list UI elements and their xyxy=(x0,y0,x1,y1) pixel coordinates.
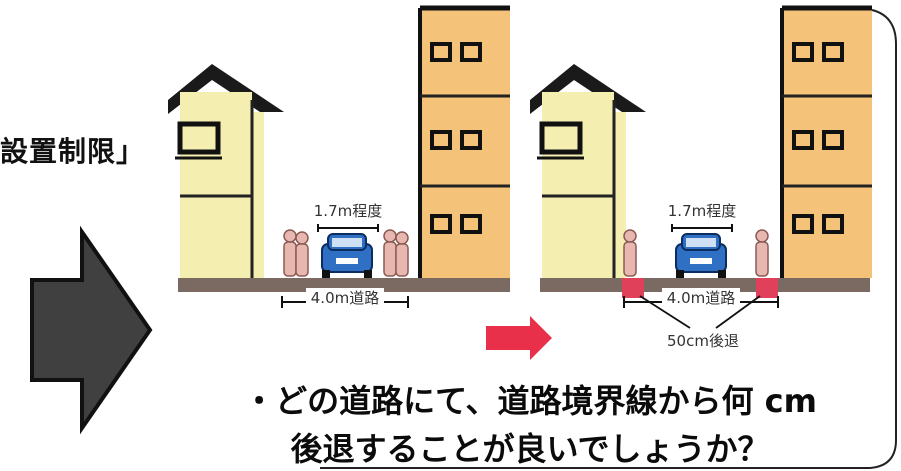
road-label: 4.0m道路 xyxy=(667,289,735,307)
road-label: 4.0m道路 xyxy=(311,289,379,307)
heading-fragment: 設置制限」 xyxy=(0,135,146,168)
car-icon xyxy=(675,233,727,278)
red-arrow-icon xyxy=(486,316,552,360)
pedestrian-icon xyxy=(383,229,409,277)
question-line-2: 後退することが良いでしょうか？ xyxy=(290,430,770,468)
setback-mark xyxy=(622,278,644,298)
pedestrian-icon xyxy=(755,229,769,277)
setback-label: 50cm後退 xyxy=(667,332,739,350)
setback-mark xyxy=(756,278,778,298)
ground xyxy=(178,278,510,292)
panel-before: 1.7m程度 4.0m道路 xyxy=(168,5,510,308)
question-line-1: ・どの道路にて、道路境界線から何 cm xyxy=(243,382,817,420)
building-icon xyxy=(780,5,872,278)
house-icon xyxy=(530,64,646,278)
house-icon xyxy=(168,64,284,278)
width-label: 1.7m程度 xyxy=(668,202,736,220)
pedestrian-icon xyxy=(283,229,309,277)
building-icon xyxy=(418,5,510,278)
frame-border xyxy=(320,9,897,469)
panel-after: 1.7m程度 4.0m道路 50cm後退 xyxy=(530,5,872,350)
width-label: 1.7m程度 xyxy=(314,202,382,220)
car-icon xyxy=(321,233,373,278)
pedestrian-icon xyxy=(623,229,637,277)
large-arrow-icon xyxy=(30,225,153,435)
